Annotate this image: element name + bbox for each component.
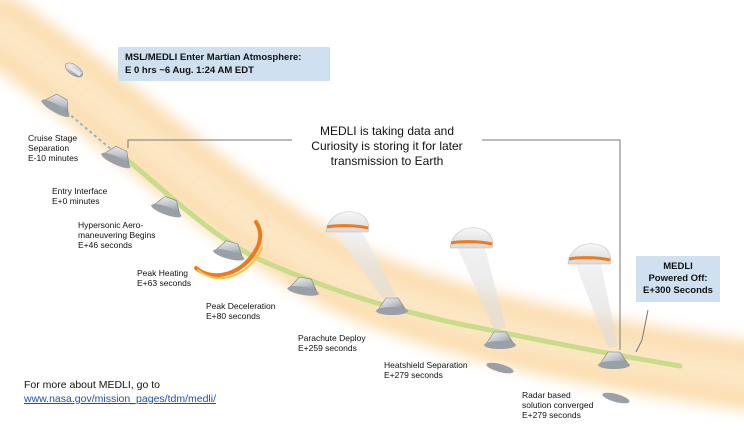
medli-note: MEDLI is taking data and Curiosity is st… <box>292 124 482 169</box>
heating-glow-icon <box>194 220 263 278</box>
event-label-entry-interface: Entry Interface E+0 minutes <box>52 186 108 206</box>
medli-powered-off-box: MEDLI Powered Off: E+300 Seconds <box>636 256 720 302</box>
footer-text: For more about MEDLI, go to <box>24 379 160 391</box>
event-label-heatshield-separation: Heatshield Separation E+279 seconds <box>384 360 468 380</box>
medli-note-line1: MEDLI is taking data and <box>319 124 455 138</box>
powered-off-line3: E+300 Seconds <box>643 285 713 296</box>
event-label-hypersonic: Hypersonic Aero- maneuvering Begins E+46… <box>78 220 156 250</box>
powered-off-line2: Powered Off: <box>648 273 708 284</box>
entry-header-line2: E 0 hrs ~6 Aug. 1:24 AM EDT <box>125 65 254 76</box>
trajectory-line <box>115 149 683 369</box>
parachute-deploy-icon <box>325 211 408 315</box>
cruise-dashed-line <box>61 107 113 151</box>
atmosphere-glow <box>0 0 744 410</box>
entry-header-line1: MSL/MEDLI Enter Martian Atmosphere: <box>125 52 302 63</box>
capsule-peak-decel-icon <box>287 276 319 296</box>
footer-info: For more about MEDLI, go to www.nasa.gov… <box>24 378 216 406</box>
event-label-cruise-separation: Cruise Stage Separation E-10 minutes <box>28 133 79 163</box>
capsule-peak-heating-icon <box>213 240 245 261</box>
medli-note-line3: transmission to Earth <box>330 154 444 168</box>
entry-header-box: MSL/MEDLI Enter Martian Atmosphere: E 0 … <box>118 47 330 81</box>
powered-off-line1: MEDLI <box>663 261 693 272</box>
cruise-stage-icon <box>65 62 83 78</box>
radar-solution-icon <box>567 243 630 404</box>
capsule-entry-icon <box>101 145 131 169</box>
powered-off-pointer <box>635 309 649 353</box>
event-label-peak-heating: Peak Heating E+63 seconds <box>137 268 192 288</box>
event-label-peak-deceleration: Peak Deceleration E+80 seconds <box>206 301 276 321</box>
event-label-radar-solution: Radar based solution converged E+279 sec… <box>522 390 594 420</box>
heatshield-sep-icon <box>449 227 516 374</box>
medli-link[interactable]: www.nasa.gov/mission_pages/tdm/medli/ <box>24 393 217 405</box>
capsule-cruise-sep-icon <box>41 93 70 118</box>
capsule-hypersonic-icon <box>151 196 182 218</box>
medli-note-line2: Curiosity is storing it for later <box>311 139 463 153</box>
event-label-parachute-deploy: Parachute Deploy E+259 seconds <box>298 333 366 353</box>
medli-bracket <box>127 139 621 350</box>
